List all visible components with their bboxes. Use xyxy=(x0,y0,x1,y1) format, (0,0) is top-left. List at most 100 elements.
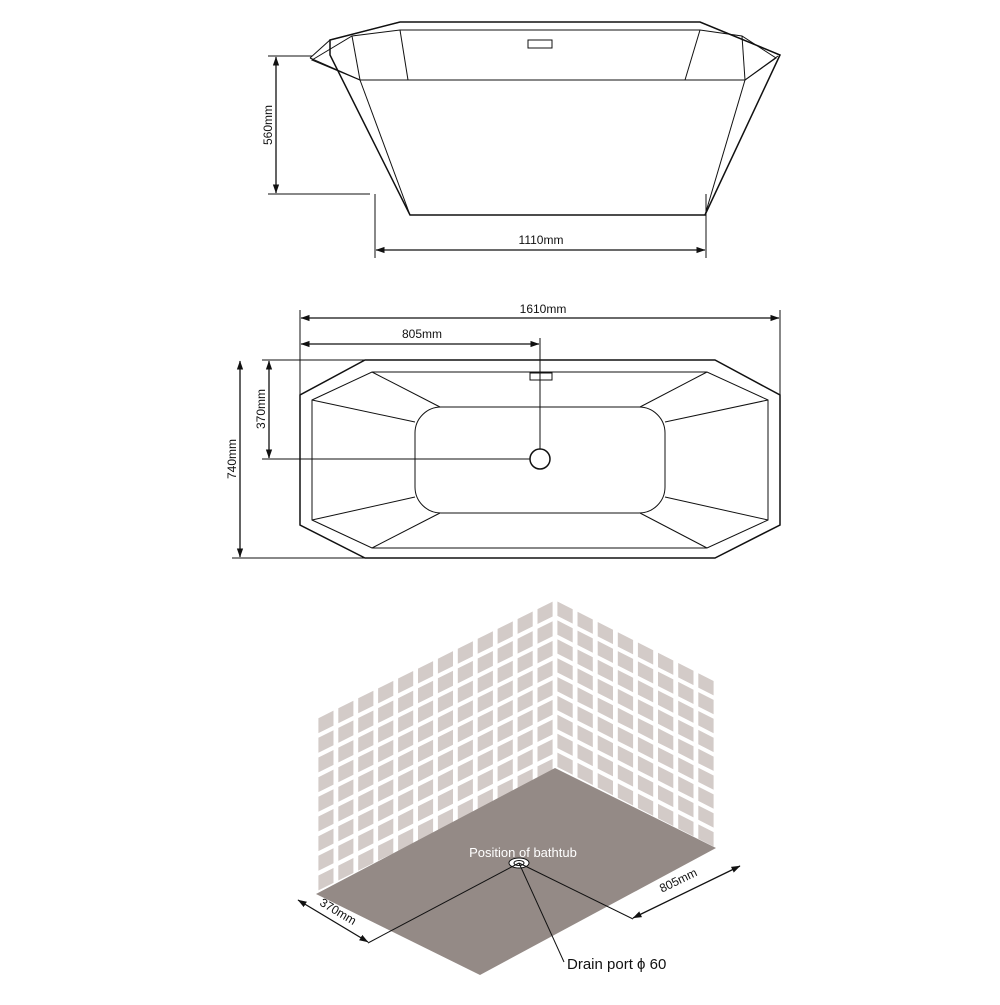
tile xyxy=(318,750,334,773)
tile xyxy=(398,808,414,832)
side-view: 560mm 1110mm xyxy=(261,21,782,258)
tile xyxy=(457,660,473,684)
tile xyxy=(577,630,593,653)
tile xyxy=(577,706,593,729)
tile xyxy=(338,759,354,783)
tile xyxy=(398,789,414,812)
drain-leader-line xyxy=(518,862,565,963)
tile xyxy=(698,824,714,847)
tile xyxy=(557,714,573,737)
tile xyxy=(597,678,613,701)
tile xyxy=(698,692,714,715)
tile xyxy=(658,803,674,826)
tile xyxy=(378,680,394,704)
tile xyxy=(577,744,593,767)
floor-offset-y-dimension-line xyxy=(297,899,369,943)
tile xyxy=(517,650,533,674)
tile xyxy=(698,673,714,696)
tile xyxy=(698,805,714,828)
tile xyxy=(678,738,694,761)
tile xyxy=(497,778,513,802)
tile xyxy=(497,660,513,684)
left-tile-wall xyxy=(316,598,555,894)
tile xyxy=(358,808,374,832)
tile xyxy=(457,759,473,782)
tile xyxy=(698,786,714,809)
tile xyxy=(418,739,434,763)
tile xyxy=(318,769,334,793)
tile xyxy=(457,739,473,762)
tile xyxy=(658,690,674,713)
tile xyxy=(497,680,513,703)
tile xyxy=(517,709,533,733)
tile xyxy=(658,747,674,770)
tile xyxy=(358,848,374,871)
tile xyxy=(577,668,593,691)
tile xyxy=(617,670,634,693)
tile xyxy=(678,757,694,780)
tile xyxy=(418,759,434,782)
tile xyxy=(338,838,354,861)
tile xyxy=(338,818,354,842)
tile xyxy=(338,740,354,763)
tile xyxy=(318,828,334,852)
tile xyxy=(378,700,394,723)
tile xyxy=(497,700,513,723)
tile xyxy=(418,779,434,802)
tile xyxy=(637,736,654,760)
tile xyxy=(637,642,654,665)
tile xyxy=(477,651,493,674)
installation-view: Position of bathtub 370mm 805mm Drain po… xyxy=(297,598,741,975)
tile xyxy=(318,868,334,891)
tile xyxy=(637,680,654,703)
tile xyxy=(318,809,334,832)
length-label: 1610mm xyxy=(520,302,567,316)
tile xyxy=(617,632,634,655)
tile xyxy=(378,759,394,782)
tile xyxy=(398,710,414,733)
tile xyxy=(517,690,533,713)
tile xyxy=(597,659,613,682)
tile xyxy=(437,651,453,674)
tile xyxy=(537,660,553,683)
tile xyxy=(577,762,593,785)
tile xyxy=(437,710,453,733)
drain-icon xyxy=(529,448,551,470)
tile xyxy=(658,652,674,675)
tile xyxy=(637,774,654,797)
tile xyxy=(497,641,513,664)
tile xyxy=(398,769,414,792)
tile xyxy=(477,690,493,713)
tile xyxy=(537,640,553,664)
tile xyxy=(437,769,453,792)
tile xyxy=(577,611,593,634)
tile xyxy=(597,754,613,777)
tile xyxy=(398,749,414,773)
tile xyxy=(457,700,473,723)
tile xyxy=(617,745,634,768)
tile xyxy=(378,838,394,861)
tile xyxy=(617,764,634,787)
floor-area xyxy=(316,768,716,975)
tile xyxy=(617,707,634,730)
tile xyxy=(418,818,434,841)
position-of-bathtub-label: Position of bathtub xyxy=(469,845,577,860)
tile xyxy=(378,779,394,802)
tile xyxy=(658,709,674,732)
tile xyxy=(437,690,453,713)
wall-background xyxy=(316,598,555,894)
tile xyxy=(597,622,613,645)
tile xyxy=(678,681,694,704)
tile xyxy=(597,735,613,758)
tile xyxy=(698,748,714,771)
tile xyxy=(678,719,694,742)
tile xyxy=(358,710,374,733)
tile xyxy=(597,640,613,663)
tile xyxy=(437,670,453,694)
tile xyxy=(557,639,573,662)
tile xyxy=(318,789,334,812)
tile xyxy=(358,730,374,753)
drain-offset-x-label: 805mm xyxy=(402,327,442,341)
tile xyxy=(497,739,513,762)
